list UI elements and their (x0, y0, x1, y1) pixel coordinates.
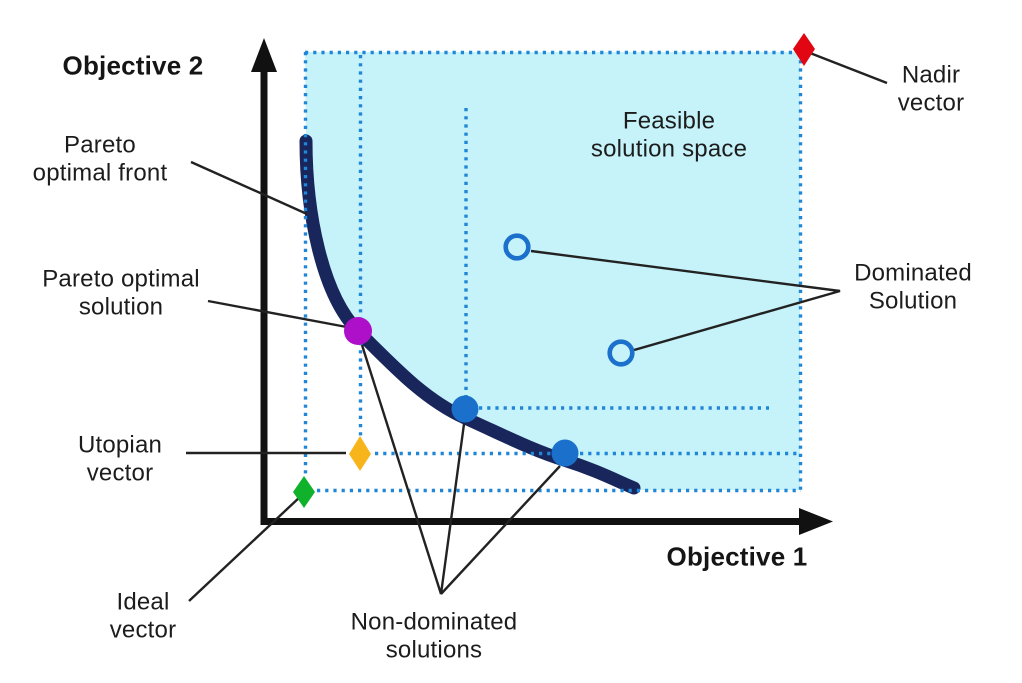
axes (260, 62, 804, 525)
pareto-optimal-solution-point (344, 317, 372, 345)
non-dominated-solutions-label: Non-dominated solutions (350, 608, 518, 664)
ideal-pointer (188, 495, 302, 602)
nadir-vector-label: Nadir vector (897, 61, 965, 117)
dominated-solution-label: Dominated Solution (854, 259, 972, 315)
dominated-pointer (530, 249, 841, 352)
axis-arrowheads (251, 38, 833, 535)
dominated-solution-point-1 (503, 233, 531, 261)
nadir-vector-marker (793, 33, 815, 66)
dominated-solution-point-2 (607, 339, 635, 367)
objective-2-axis-label: Objective 2 (62, 50, 204, 81)
utopian-vector-label: Utopian vector (77, 431, 163, 487)
guide-lines (303, 50, 803, 493)
pointer-lines (186, 51, 888, 602)
pareto-optimal-front-label: Pareto optimal front (32, 131, 168, 187)
non-dominated-point-2 (551, 439, 579, 467)
objective-1-axis-label: Objective 1 (666, 541, 808, 572)
dominated-solution-markers (503, 233, 635, 367)
nadir-pointer (809, 51, 888, 85)
ideal-vector-label: Ideal vector (109, 588, 177, 644)
pareto-solution-pointer (207, 299, 353, 330)
feasible-solution-space-label: Feasible solution space (590, 107, 748, 163)
utopian-vector-marker (349, 436, 371, 471)
non-dominated-point-1 (451, 395, 479, 423)
nondominated-pointer (360, 344, 561, 595)
x-axis-arrowhead (799, 508, 833, 535)
nondominated-solution-markers (451, 395, 579, 467)
pareto-front-pointer (190, 160, 308, 216)
ideal-vector-marker (293, 476, 315, 508)
pareto-optimal-solution-label: Pareto optimal solution (42, 265, 200, 321)
feasible-region (305, 52, 800, 490)
y-axis-arrowhead (251, 38, 277, 72)
